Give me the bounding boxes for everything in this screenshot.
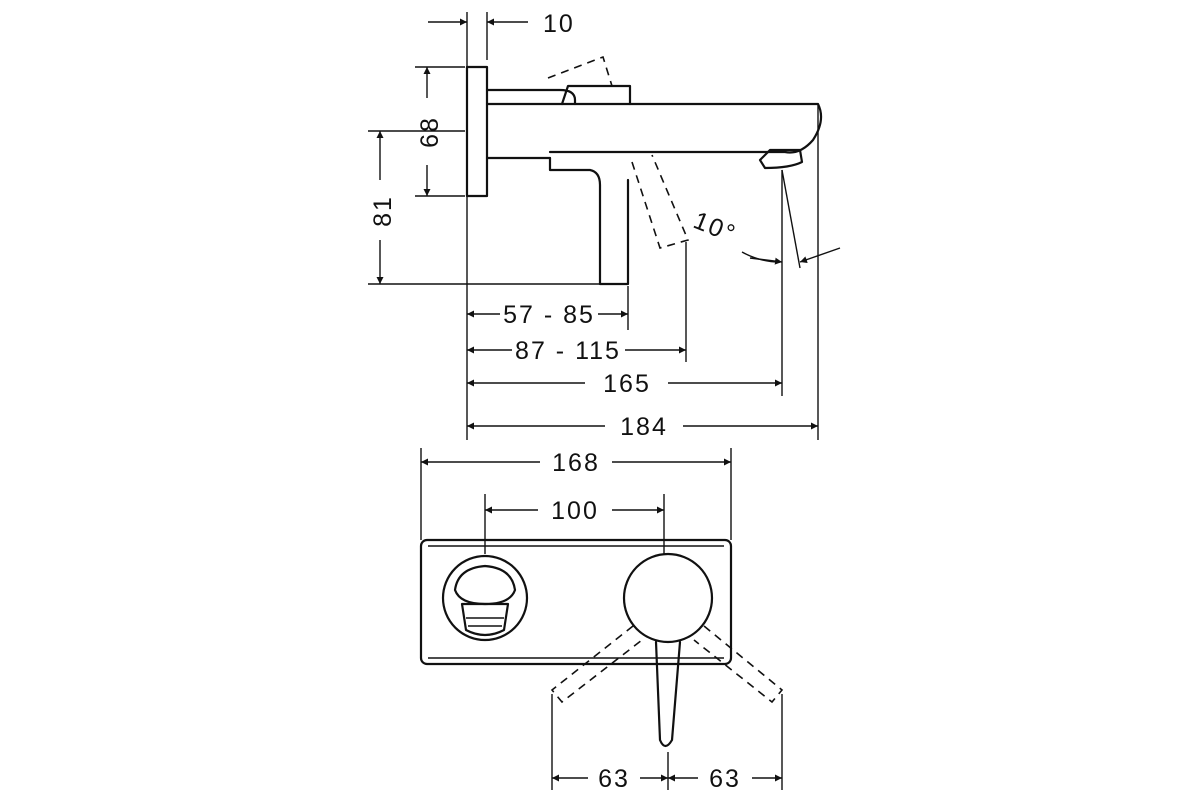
spout-inner — [453, 564, 517, 606]
dim-lever-projection: 57 - 85 — [503, 301, 595, 329]
front-dimension-lines — [421, 458, 782, 782]
dim-flange-height: 68 — [416, 116, 444, 148]
dim-plate-width: 168 — [552, 449, 600, 477]
dim-flange-thickness: 10 — [543, 10, 575, 38]
aerator-front — [460, 602, 510, 637]
wall-flange — [465, 65, 489, 198]
dim-overall-projection: 184 — [620, 413, 668, 441]
angle-line — [781, 169, 801, 269]
dim-swing-angle: 10° — [689, 206, 740, 248]
lever-swung — [631, 154, 690, 249]
front-view — [419, 538, 784, 748]
aerator — [758, 148, 804, 170]
side-dimension-lines — [376, 18, 841, 430]
dim-spout-projection: 165 — [603, 370, 651, 398]
dim-center-distance: 100 — [551, 497, 599, 525]
side-extension-lines — [368, 12, 819, 440]
lever — [548, 156, 630, 286]
top-block-swung — [547, 55, 613, 87]
lever-swing-left — [550, 625, 643, 704]
handle-disc — [622, 552, 714, 644]
front-lever — [654, 640, 682, 748]
spout-head — [441, 554, 529, 642]
front-extension-lines — [420, 448, 783, 790]
dim-lever-left-swing: 63 — [598, 765, 630, 793]
mixer-body — [485, 88, 577, 160]
top-block — [560, 84, 632, 106]
side-view — [465, 55, 823, 286]
dim-lever-right-swing: 63 — [709, 765, 741, 793]
dim-lever-swing-projection: 87 - 115 — [515, 337, 621, 365]
cover-plate — [419, 538, 733, 666]
dim-lever-height: 81 — [369, 195, 397, 227]
spout — [485, 102, 823, 154]
